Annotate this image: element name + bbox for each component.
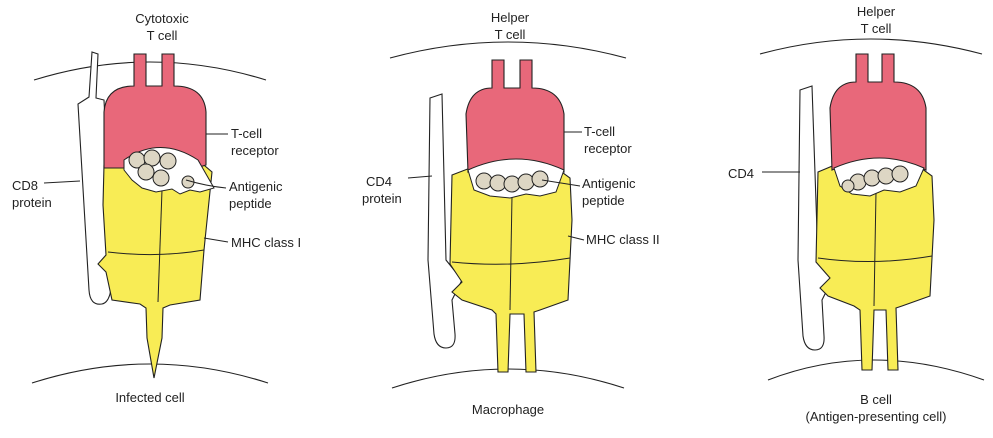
coreceptor-label-line-2: protein [362, 191, 402, 206]
peptide-bead [878, 168, 894, 184]
bottom-label-line-1: Macrophage [472, 402, 544, 417]
t-cell-membrane [760, 39, 982, 54]
peptide-bead [138, 164, 154, 180]
t-cell-membrane [34, 62, 266, 80]
top-label-line-2: T cell [861, 21, 892, 36]
peptide-bead [476, 173, 492, 189]
cd4-pointer [408, 176, 432, 178]
panel-helper-macrophage: Helper T cell CD4 protein T-cell recepto… [362, 10, 660, 417]
coreceptor-label-line-2: protein [12, 195, 52, 210]
panel-cytotoxic: Cytotoxic T cell CD8 protein T-cell rece… [12, 11, 301, 405]
t-cell-membrane [390, 42, 626, 58]
top-label-line-1: Cytotoxic [135, 11, 189, 26]
peptide-bead [842, 180, 854, 192]
peptide-bead [504, 176, 520, 192]
peptide-bead [160, 153, 176, 169]
peptide-label-line-1: Antigenic [582, 176, 636, 191]
tcr-label-line-1: T-cell [584, 124, 615, 139]
top-label-line-1: Helper [491, 10, 530, 25]
bottom-label-line-1: B cell [860, 392, 892, 407]
tcr-receptor [830, 54, 926, 170]
top-label-line-2: T cell [147, 28, 178, 43]
peptide-label-line-2: peptide [229, 196, 272, 211]
bottom-label-line-2: (Antigen-presenting cell) [806, 409, 947, 424]
coreceptor-label-line-1: CD4 [728, 166, 754, 181]
peptide-bead [518, 174, 534, 190]
coreceptor-label-line-1: CD4 [366, 174, 392, 189]
mhc-pointer [204, 238, 228, 242]
top-label-line-2: T cell [495, 27, 526, 42]
peptide-label-line-1: Antigenic [229, 179, 283, 194]
top-label-line-1: Helper [857, 4, 896, 19]
peptide-bead [153, 170, 169, 186]
target-cell-membrane [768, 360, 984, 380]
tcr-label-line-2: receptor [584, 141, 632, 156]
mhc-label: MHC class I [231, 235, 301, 250]
bottom-label-line-1: Infected cell [115, 390, 184, 405]
tcr-receptor [466, 60, 564, 172]
tcr-label-line-1: T-cell [231, 126, 262, 141]
mhc-label: MHC class II [586, 232, 660, 247]
tcr-label-line-2: receptor [231, 143, 279, 158]
peptide-bead [864, 170, 880, 186]
peptide-bead [892, 166, 908, 182]
panel-helper-bcell: Helper T cell CD4 B cell (Antigen-presen… [728, 4, 984, 424]
target-cell-membrane [32, 364, 268, 383]
peptide-label-line-2: peptide [582, 193, 625, 208]
cd8-pointer [44, 181, 80, 183]
coreceptor-label-line-1: CD8 [12, 178, 38, 193]
peptide-bead [532, 171, 548, 187]
